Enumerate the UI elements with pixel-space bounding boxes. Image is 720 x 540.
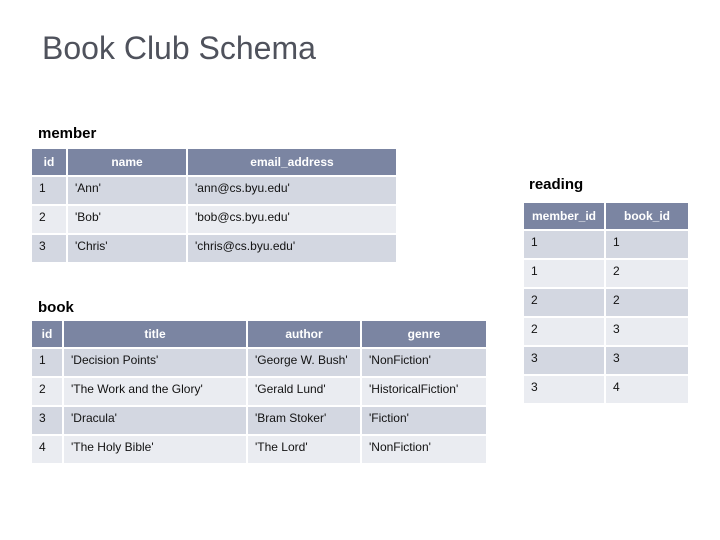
column-header: id [32, 321, 62, 347]
table-cell: 'The Work and the Glory' [64, 378, 246, 405]
table-row: 3'Chris''chris@cs.byu.edu' [32, 235, 396, 262]
table-cell: 3 [524, 376, 604, 403]
table-cell: 'ann@cs.byu.edu' [188, 177, 396, 204]
table-cell: 4 [32, 436, 62, 463]
table-cell: 'Bram Stoker' [248, 407, 360, 434]
column-header: book_id [606, 203, 688, 229]
table-row: 4'The Holy Bible''The Lord''NonFiction' [32, 436, 486, 463]
table-cell: 'Fiction' [362, 407, 486, 434]
table-cell: 1 [32, 177, 66, 204]
table-cell: 'Decision Points' [64, 349, 246, 376]
table-cell: 3 [606, 347, 688, 374]
column-header: name [68, 149, 186, 175]
table-cell: 2 [32, 378, 62, 405]
slide-title: Book Club Schema [42, 30, 316, 66]
table-cell: 'The Lord' [248, 436, 360, 463]
table-cell: 'Bob' [68, 206, 186, 233]
table-cell: 3 [32, 235, 66, 262]
table-row: 3'Dracula''Bram Stoker''Fiction' [32, 407, 486, 434]
table-cell: 3 [524, 347, 604, 374]
column-header: genre [362, 321, 486, 347]
table-cell: 3 [606, 318, 688, 345]
table-cell: 'Gerald Lund' [248, 378, 360, 405]
table-cell: 1 [524, 260, 604, 287]
table-cell: 2 [606, 289, 688, 316]
table-cell: 'bob@cs.byu.edu' [188, 206, 396, 233]
column-header: id [32, 149, 66, 175]
reading-table-label: reading [529, 176, 584, 193]
table-cell: 1 [524, 231, 604, 258]
table-cell: 'HistoricalFiction' [362, 378, 486, 405]
table-cell: 'chris@cs.byu.edu' [188, 235, 396, 262]
column-header: author [248, 321, 360, 347]
table-cell: 3 [32, 407, 62, 434]
column-header: member_id [524, 203, 604, 229]
table-cell: 2 [524, 289, 604, 316]
table-cell: 2 [606, 260, 688, 287]
table-cell: 2 [32, 206, 66, 233]
book-table-label: book [38, 299, 74, 316]
table-row: 1'Ann''ann@cs.byu.edu' [32, 177, 396, 204]
table-cell: 1 [606, 231, 688, 258]
table-cell: 'Ann' [68, 177, 186, 204]
member-table-label: member [38, 125, 97, 142]
column-header: title [64, 321, 246, 347]
table-cell: 2 [524, 318, 604, 345]
table-cell: 'NonFiction' [362, 436, 486, 463]
table-cell: 'NonFiction' [362, 349, 486, 376]
table-cell: 'Dracula' [64, 407, 246, 434]
table-row: 2'The Work and the Glory''Gerald Lund''H… [32, 378, 486, 405]
column-header: email_address [188, 149, 396, 175]
table-cell: 'The Holy Bible' [64, 436, 246, 463]
table-row: 1'Decision Points''George W. Bush''NonFi… [32, 349, 486, 376]
table-row: 2'Bob''bob@cs.byu.edu' [32, 206, 396, 233]
table-cell: 'Chris' [68, 235, 186, 262]
table-cell: 4 [606, 376, 688, 403]
table-cell: 'George W. Bush' [248, 349, 360, 376]
table-cell: 1 [32, 349, 62, 376]
